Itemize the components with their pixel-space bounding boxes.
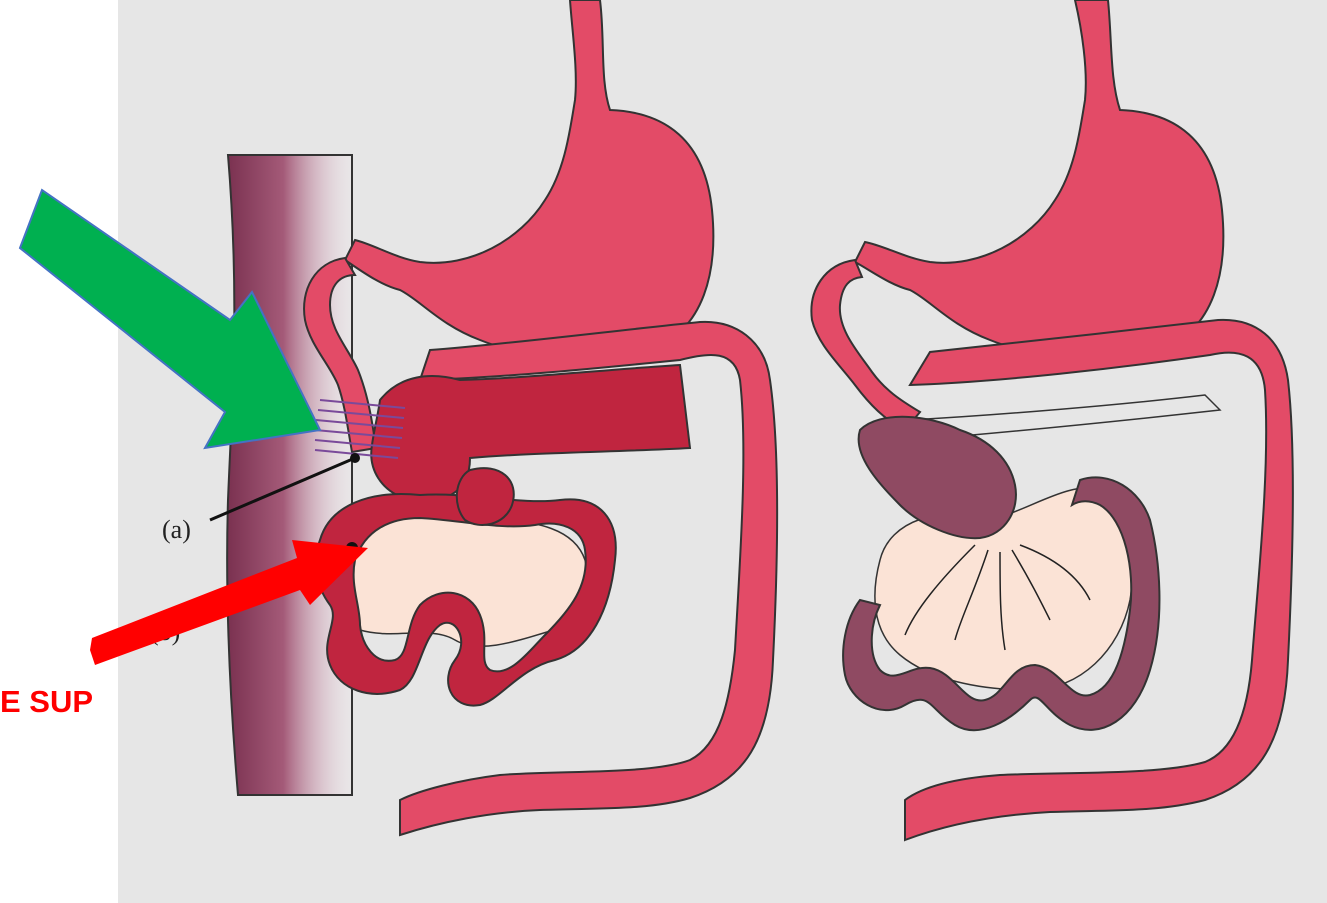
point-a-marker bbox=[350, 453, 360, 463]
red-arrow-label: E SUP bbox=[0, 684, 93, 719]
vertebral-column bbox=[227, 155, 352, 795]
caecum-left bbox=[457, 468, 514, 525]
label-a: (a) bbox=[162, 515, 191, 544]
